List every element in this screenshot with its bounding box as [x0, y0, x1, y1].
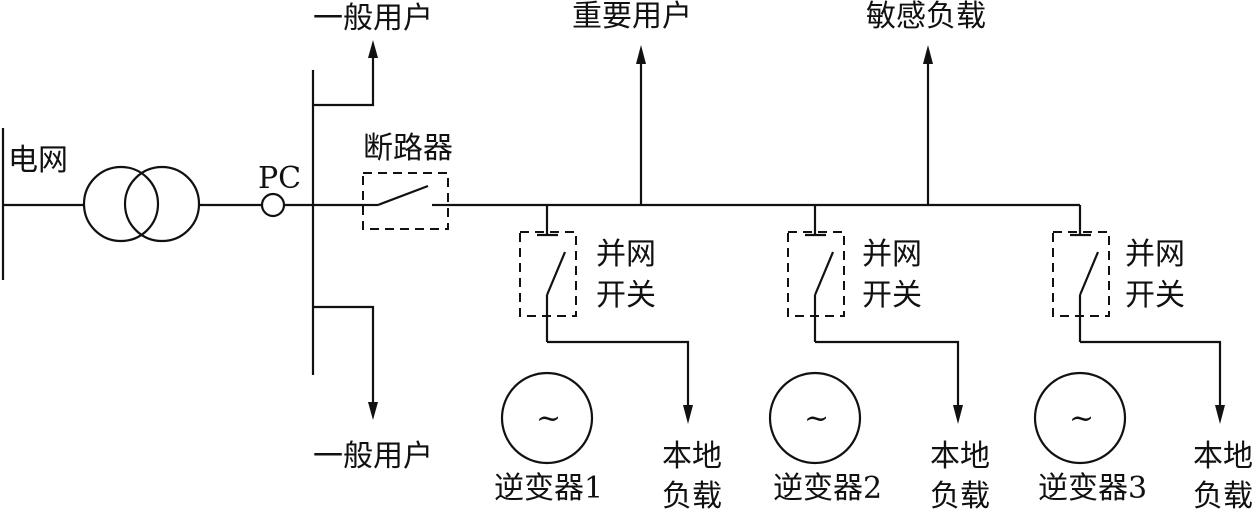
inverter-unit-3: 并网 开关 ~ 逆变器3 本地 负载 [1033, 205, 1253, 511]
grid-switch-label-2: 开关 [862, 278, 922, 313]
grid-switch-label-1: 并网 [862, 237, 922, 272]
general-user-top-label: 一般用户 [313, 1, 433, 36]
inverter-symbol [768, 371, 862, 465]
inverter-tilde: ~ [536, 401, 561, 436]
sensitive-load-label: 敏感负载 [866, 0, 986, 34]
local-load-arrow [683, 405, 693, 424]
inverter-unit-2: 并网 开关 ~ 逆变器2 本地 负载 [768, 205, 990, 511]
pc-label: PC [258, 161, 301, 196]
local-load-label-2: 负载 [662, 479, 722, 511]
local-load-label-2: 负载 [930, 479, 990, 511]
inverter-label: 逆变器2 [773, 471, 882, 506]
inverter-tilde: ~ [804, 401, 829, 436]
grid-switch-label-2: 开关 [1125, 278, 1185, 313]
local-load-label-1: 本地 [1193, 439, 1253, 474]
grid-switch-blade [1078, 251, 1100, 296]
grid-switch-label-2: 开关 [596, 278, 656, 313]
sensitive-load-branch [923, 45, 933, 205]
general-user-top-branch [313, 40, 378, 107]
grid-switch-blade [813, 251, 835, 296]
grid-switch-label-1: 并网 [596, 237, 656, 272]
breaker-label: 断路器 [363, 131, 453, 166]
important-user-branch [636, 45, 646, 205]
inverter-label: 逆变器3 [1038, 471, 1147, 506]
grid-switch-blade [545, 251, 567, 296]
general-user-bottom-label: 一般用户 [313, 439, 433, 474]
inverter-symbol [500, 371, 594, 465]
grid-label: 电网 [8, 143, 68, 178]
inverter-unit-1: 并网 开关 ~ 逆变器1 本地 负载 [494, 205, 722, 511]
local-load-label-1: 本地 [930, 439, 990, 474]
local-load-arrow [953, 405, 963, 424]
local-load-label-1: 本地 [662, 439, 722, 474]
breaker-symbol [362, 172, 449, 230]
important-user-label: 重要用户 [572, 0, 692, 34]
general-user-bottom-branch [313, 305, 378, 420]
local-load-label-2: 负载 [1193, 479, 1253, 511]
transformer-symbol [82, 165, 201, 243]
inverter-tilde: ~ [1069, 401, 1094, 436]
grid-switch-label-1: 并网 [1125, 237, 1185, 272]
local-load-arrow [1215, 405, 1225, 424]
inverter-symbol [1033, 371, 1127, 465]
pc-point-symbol [260, 192, 286, 218]
inverter-label: 逆变器1 [494, 471, 603, 506]
